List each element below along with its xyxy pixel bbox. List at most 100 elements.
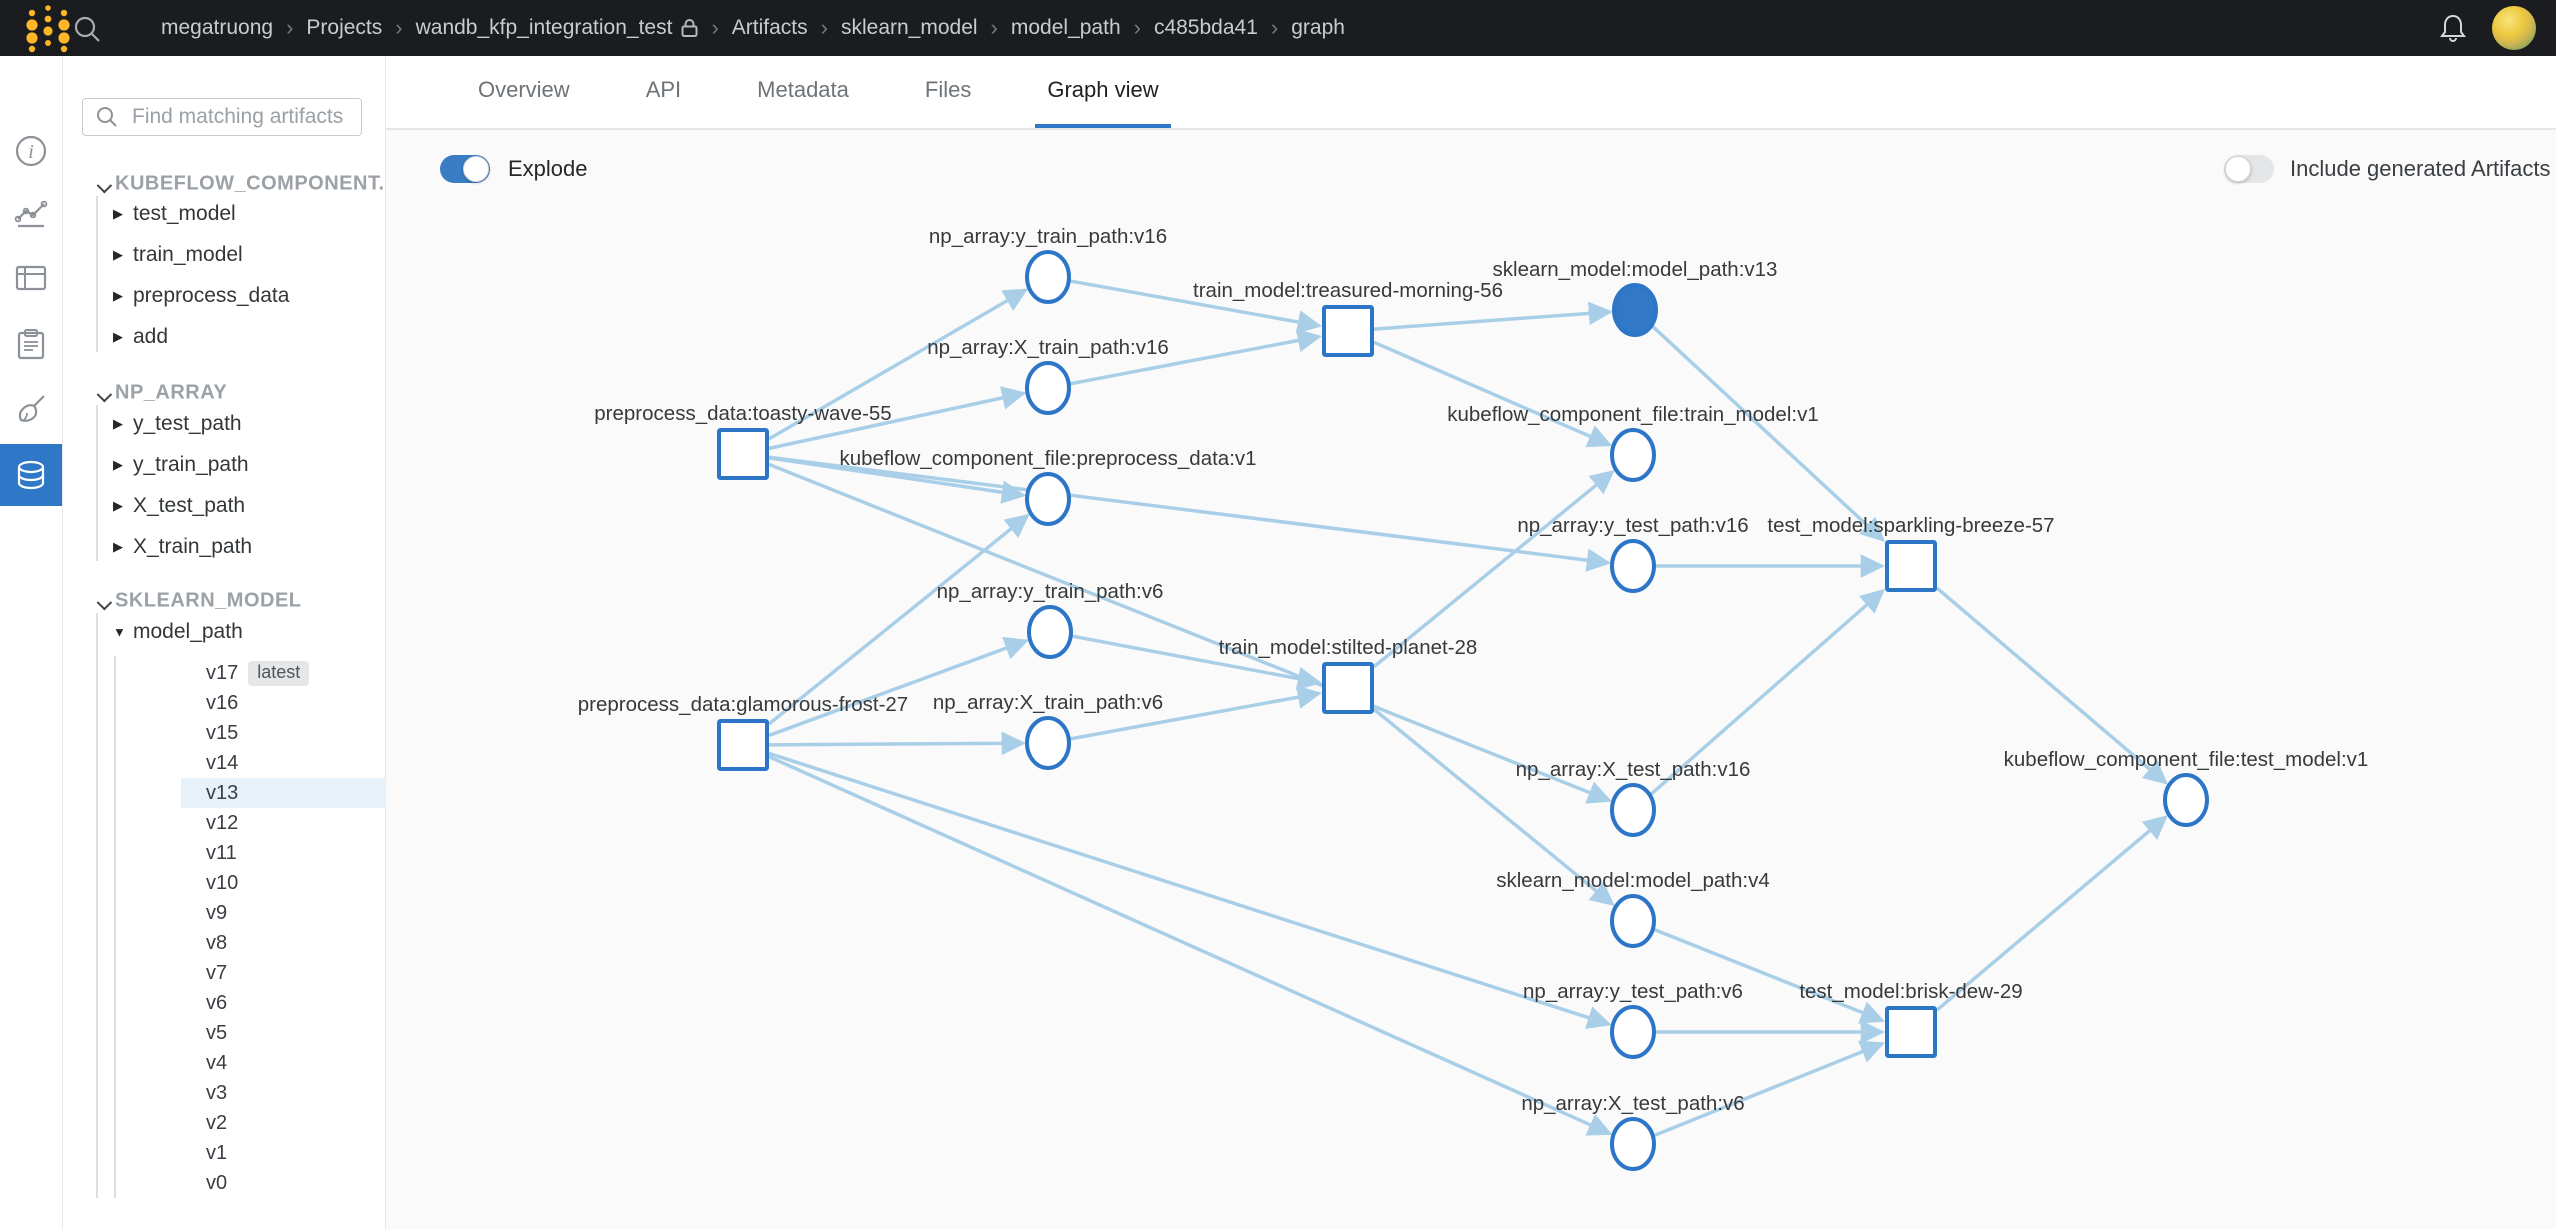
collapse-arrow-icon[interactable]: ▶ [113, 288, 123, 303]
sidebar-item-train_model[interactable]: train_model [133, 243, 243, 266]
rail-item-tables[interactable] [0, 247, 62, 309]
sidebar-item-model_path[interactable]: model_path [133, 620, 243, 643]
version-row-v15[interactable]: v15 [181, 718, 433, 748]
sidebar-item-preprocess_data[interactable]: preprocess_data [133, 284, 290, 307]
graph-edge-A-n1 [768, 288, 1029, 441]
artifact-node-kubeflow_component_file:preprocess_data:v1[interactable] [1025, 472, 1071, 526]
version-row-v10[interactable]: v10 [181, 868, 433, 898]
version-row-v4[interactable]: v4 [181, 1048, 433, 1078]
graph-edge-B-n4 [1373, 301, 1613, 331]
artifact-node-np_array:X_train_path:v6[interactable] [1025, 716, 1071, 770]
graph-edge-D-n8 [768, 731, 1026, 756]
breadcrumb-item[interactable]: megatruong [161, 16, 274, 39]
rail-item-sweeps[interactable] [0, 378, 62, 440]
search-icon[interactable] [72, 14, 102, 44]
rail-item-artifacts[interactable] [0, 444, 62, 506]
artifact-node-kubeflow_component_file:test_model:v1[interactable] [2163, 773, 2209, 827]
explode-toggle[interactable] [440, 155, 490, 183]
breadcrumb-item[interactable]: Projects [306, 16, 383, 39]
section-header[interactable]: KUBEFLOW_COMPONENT... [115, 172, 397, 195]
breadcrumb-item[interactable]: c485bda41 [1153, 16, 1258, 39]
bell-icon[interactable] [2438, 12, 2468, 44]
wandb-logo-icon[interactable] [18, 0, 78, 56]
breadcrumb-item[interactable]: Artifacts [731, 16, 808, 39]
breadcrumb-item[interactable]: wandb_kfp_integration_test [415, 16, 673, 39]
sidebar-item-y_test_path[interactable]: y_test_path [133, 412, 242, 435]
tab-api[interactable]: API [645, 77, 682, 102]
run-node-preprocess_data:toasty-wave-55[interactable] [717, 428, 769, 480]
tab-metadata[interactable]: Metadata [757, 77, 849, 102]
graph-edge-n2-B [1069, 328, 1322, 386]
version-row-v3[interactable]: v3 [181, 1078, 433, 1108]
run-node-train_model:stilted-planet-28[interactable] [1322, 662, 1374, 714]
collapse-arrow-icon[interactable]: ▶ [113, 457, 123, 472]
sidebar-item-X_test_path[interactable]: X_test_path [133, 494, 246, 517]
graph-edge-B-n5 [1373, 340, 1613, 448]
version-row-v14[interactable]: v14 [181, 748, 433, 778]
expand-arrow-icon[interactable]: ▼ [113, 624, 126, 640]
artifact-node-np_array:X_test_path:v16[interactable] [1610, 783, 1656, 837]
artifact-node-np_array:y_test_path:v16[interactable] [1610, 539, 1656, 593]
version-row-v2[interactable]: v2 [181, 1108, 433, 1138]
artifact-node-np_array:X_test_path:v6[interactable] [1610, 1117, 1656, 1171]
rail-item-info[interactable]: i [0, 120, 62, 182]
version-row-v6[interactable]: v6 [181, 988, 433, 1018]
version-row-v9[interactable]: v9 [181, 898, 433, 928]
node-label: train_model:stilted-planet-28 [1219, 636, 1478, 659]
node-label: test_model:sparkling-breeze-57 [1767, 514, 2054, 537]
sidebar-item-test_model[interactable]: test_model [133, 202, 236, 225]
version-row-v16[interactable]: v16 [181, 688, 433, 718]
graph-edge-D-n3 [767, 513, 1030, 726]
sidebar-item-y_train_path[interactable]: y_train_path [133, 453, 249, 476]
tab-graph-view[interactable]: Graph view [1035, 56, 1171, 128]
avatar[interactable] [2492, 6, 2536, 50]
version-label: v5 [206, 1021, 228, 1044]
artifact-node-np_array:y_train_path:v16[interactable] [1025, 250, 1071, 304]
version-row-v0[interactable]: v0 [181, 1168, 433, 1198]
collapse-arrow-icon[interactable]: ▶ [113, 206, 123, 221]
node-label: np_array:X_test_path:v16 [1516, 758, 1751, 781]
run-node-test_model:brisk-dew-29[interactable] [1885, 1006, 1937, 1058]
breadcrumb-item[interactable]: sklearn_model [840, 16, 978, 39]
tab-files[interactable]: Files [924, 77, 972, 102]
version-row-v1[interactable]: v1 [181, 1138, 433, 1168]
rail-item-reports[interactable] [0, 313, 62, 375]
include-generated-artifacts-toggle[interactable] [2224, 155, 2274, 183]
section-header[interactable]: NP_ARRAY [115, 381, 228, 404]
version-row-v7[interactable]: v7 [181, 958, 433, 988]
left-icon-rail: i [0, 56, 63, 1229]
run-node-preprocess_data:glamorous-frost-27[interactable] [717, 719, 769, 771]
breadcrumb-item[interactable]: graph [1291, 16, 1345, 39]
node-label: np_array:X_test_path:v6 [1521, 1092, 1744, 1115]
section-header[interactable]: SKLEARN_MODEL [115, 589, 302, 612]
artifact-node-np_array:X_train_path:v16[interactable] [1025, 361, 1071, 415]
artifact-node-kubeflow_component_file:train_model:v1[interactable] [1610, 428, 1656, 482]
collapse-arrow-icon[interactable]: ▶ [113, 247, 123, 262]
run-node-train_model:treasured-morning-56[interactable] [1322, 305, 1374, 357]
artifact-node-np_array:y_train_path:v6[interactable] [1027, 605, 1073, 659]
version-label: v14 [206, 751, 239, 774]
sidebar-item-add[interactable]: add [133, 325, 169, 348]
collapse-arrow-icon[interactable]: ▶ [113, 416, 123, 431]
collapse-arrow-icon[interactable]: ▶ [113, 539, 123, 554]
node-label: np_array:y_train_path:v16 [929, 225, 1167, 248]
collapse-arrow-icon[interactable]: ▶ [113, 498, 123, 513]
tab-overview[interactable]: Overview [478, 77, 570, 102]
node-label: preprocess_data:toasty-wave-55 [594, 402, 891, 425]
sidebar-item-X_train_path[interactable]: X_train_path [133, 535, 253, 558]
graph-edge-E-n5 [1372, 469, 1615, 669]
rail-item-charts[interactable] [0, 183, 62, 245]
breadcrumb-item[interactable]: model_path [1010, 16, 1121, 39]
artifact-node-sklearn_model:model_path:v13[interactable] [1612, 283, 1658, 337]
collapse-arrow-icon[interactable]: ▶ [113, 329, 123, 344]
version-row-v5[interactable]: v5 [181, 1018, 433, 1048]
version-row-v8[interactable]: v8 [181, 928, 433, 958]
artifact-node-sklearn_model:model_path:v4[interactable] [1610, 894, 1656, 948]
artifact-node-np_array:y_test_path:v6[interactable] [1610, 1005, 1656, 1059]
run-node-test_model:sparkling-breeze-57[interactable] [1885, 540, 1937, 592]
version-row-v11[interactable]: v11 [181, 838, 433, 868]
version-row-v12[interactable]: v12 [181, 808, 433, 838]
search-input[interactable]: Find matching artifacts [82, 98, 362, 136]
